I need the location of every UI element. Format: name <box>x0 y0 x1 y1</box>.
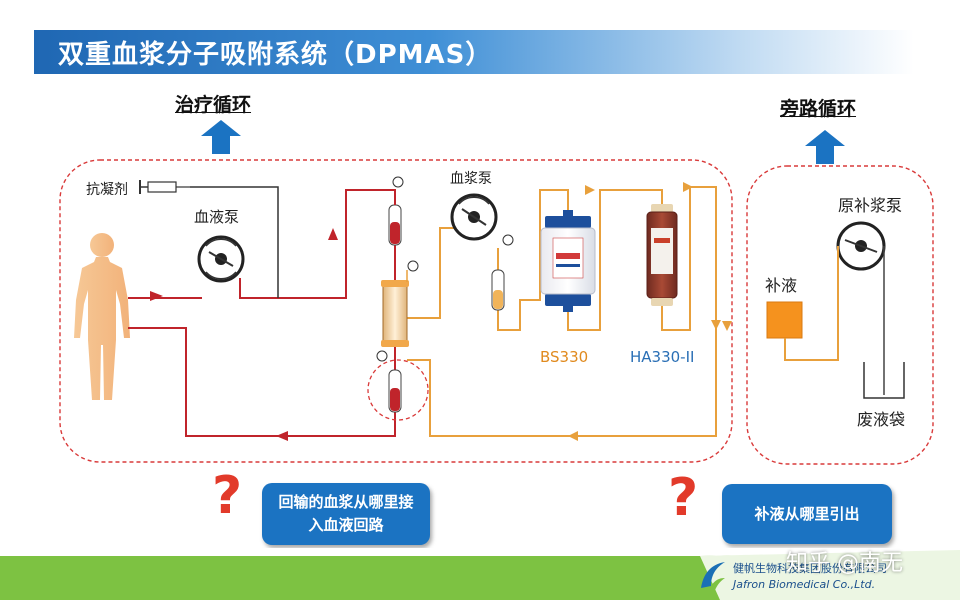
replacement-fluid-label: 补液 <box>765 276 798 295</box>
anticoagulant-label: 抗凝剂 <box>86 182 128 198</box>
title-bar <box>34 30 914 74</box>
plasma-drip-chamber <box>491 234 514 311</box>
slide-title: 双重血浆分子吸附系统（DPMAS） <box>58 40 493 70</box>
bs330-cartridge <box>540 210 596 312</box>
bypass-cycle-label: 旁路循环 <box>780 98 857 120</box>
ha330-cartridge <box>646 204 678 306</box>
company-name-en: Jafron Biomedical Co.,Ltd. <box>733 578 876 591</box>
plasma-pump-label: 血浆泵 <box>450 171 492 187</box>
blood-pump-label: 血液泵 <box>194 208 240 226</box>
footer-band <box>0 548 960 600</box>
waste-bag <box>863 362 905 399</box>
treatment-cycle-label: 治疗循环 <box>175 94 252 116</box>
question-mark-icon-left: ? <box>212 466 243 526</box>
callout-right: 补液从哪里引出 <box>722 484 892 544</box>
original-plasma-pump <box>836 221 886 395</box>
venous-drip-chamber <box>367 350 429 421</box>
bypass-cycle-border <box>746 165 934 465</box>
original-pump-label: 原补浆泵 <box>838 196 903 215</box>
plasma-separator <box>381 260 419 347</box>
ha330-label: HA330-II <box>630 348 695 366</box>
up-arrow-icon-left <box>201 120 241 154</box>
jafron-logo-icon <box>701 562 725 590</box>
callout-left: 回输的血浆从哪里接入血液回路 <box>262 483 430 545</box>
company-name-cn: 健帆生物科技集团股份有限公司 <box>733 562 887 575</box>
blood-pump <box>197 235 245 283</box>
bs330-label: BS330 <box>540 348 589 366</box>
up-arrow-icon-right <box>805 130 845 164</box>
waste-bag-label: 废液袋 <box>857 410 906 429</box>
patient-icon <box>74 233 130 400</box>
treatment-cycle-border <box>59 159 733 463</box>
question-mark-icon-right: ? <box>668 468 699 528</box>
arterial-drip-chamber <box>388 176 404 246</box>
anticoagulant-syringe <box>139 180 190 194</box>
plasma-pump <box>450 193 498 241</box>
replacement-fluid-bag <box>766 246 839 361</box>
zhihu-watermark: 知乎 @南无 <box>786 551 903 576</box>
